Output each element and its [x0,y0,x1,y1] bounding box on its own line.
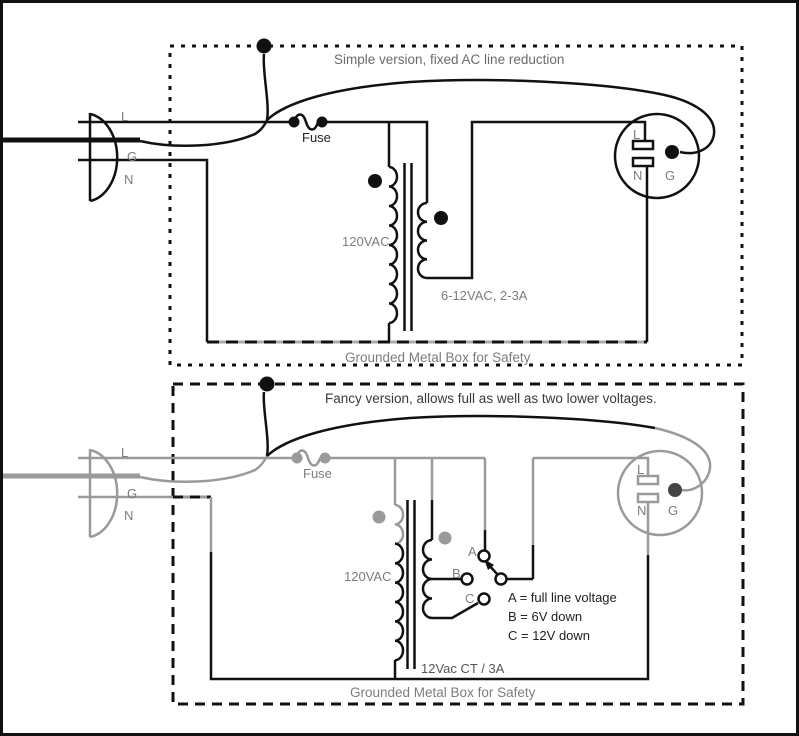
phase-dot-secondary [434,211,448,225]
fancy-version-diagram: Fancy version, allows full as well as tw… [3,376,745,706]
metal-box-outline [168,44,744,367]
diagram-title: Fancy version, allows full as well as tw… [325,391,657,406]
phase-dot-secondary [438,531,452,545]
metal-box-label: Grounded Metal Box for Safety [350,685,536,700]
primary-voltage-label: 120VAC [344,569,391,584]
secondary-voltage-label: 12Vac CT / 3A [421,661,505,676]
fuse-terminal-dot [319,452,331,464]
plug-line-label: L [121,445,128,460]
plug-ground-label: G [127,486,137,501]
outlet-ground-pin [668,483,682,497]
outlet-line-slot [631,139,655,151]
tap-c-wire [432,601,479,620]
diagram-title: Simple version, fixed AC line reduction [334,52,564,67]
fuse-terminal-dot [288,116,300,128]
metal-box-label: Grounded Metal Box for Safety [345,350,531,365]
terminal-b [460,572,474,586]
fuse-element [292,113,320,131]
phase-dot-primary [368,174,382,188]
switched-output-wire [533,456,650,477]
ground-wire [139,53,716,155]
secondary-voltage-label: 6-12VAC, 2-3A [441,288,528,303]
outlet-neutral-slot [636,492,660,504]
plug-ground-label: G [127,149,137,164]
outlet-ground-label: G [668,503,678,518]
terminal-c-label: C [465,591,474,606]
legend-line-c: C = 12V down [508,628,590,643]
fuse-label: Fuse [303,466,332,481]
line-wire [173,449,487,530]
plug-line-label: L [121,109,128,124]
plug-neutral-label: N [124,508,133,523]
secondary-winding [416,201,428,280]
fuse-label: Fuse [302,130,331,145]
neutral-wire [173,495,650,681]
phase-dot-primary [372,510,386,524]
ac-outlet-icon [613,112,701,200]
outlet-ground-pin [665,145,679,159]
legend-line-b: B = 6V down [508,609,582,624]
outlet-neutral-label: N [637,503,646,518]
secondary-output-wire [427,120,647,280]
simple-version-diagram: Simple version, fixed AC line reduction … [3,38,744,367]
primary-winding [388,165,399,325]
primary-voltage-label: 120VAC [342,234,389,249]
transformer-symbol [387,163,428,343]
primary-winding [394,503,405,546]
ac-plug-icon [3,448,173,539]
fuse-element [294,449,322,467]
outlet-line-slot [636,474,660,486]
metal-box-outline [171,382,745,706]
terminal-a-label: A [468,544,477,559]
switch-pole [494,572,508,586]
line-wire [170,113,429,203]
ac-outlet-icon [616,449,704,537]
outlet-neutral-slot [631,156,655,168]
ground-wire [139,391,712,492]
outlet-ground-label: G [665,168,675,183]
outlet-line-label: L [637,462,644,477]
terminal-c [477,592,491,606]
outlet-line-label: L [633,127,640,142]
box-ground-dot [259,376,275,392]
primary-winding [394,542,405,662]
outlet-neutral-label: N [633,168,642,183]
terminal-b-label: B [452,566,461,581]
box-ground-dot [256,38,272,54]
legend-line-a: A = full line voltage [508,590,617,605]
terminal-a [477,549,491,563]
fuse-terminal-dot [291,452,303,464]
plug-neutral-label: N [124,172,133,187]
ac-plug-icon [3,112,170,203]
fuse-terminal-dot [316,116,328,128]
